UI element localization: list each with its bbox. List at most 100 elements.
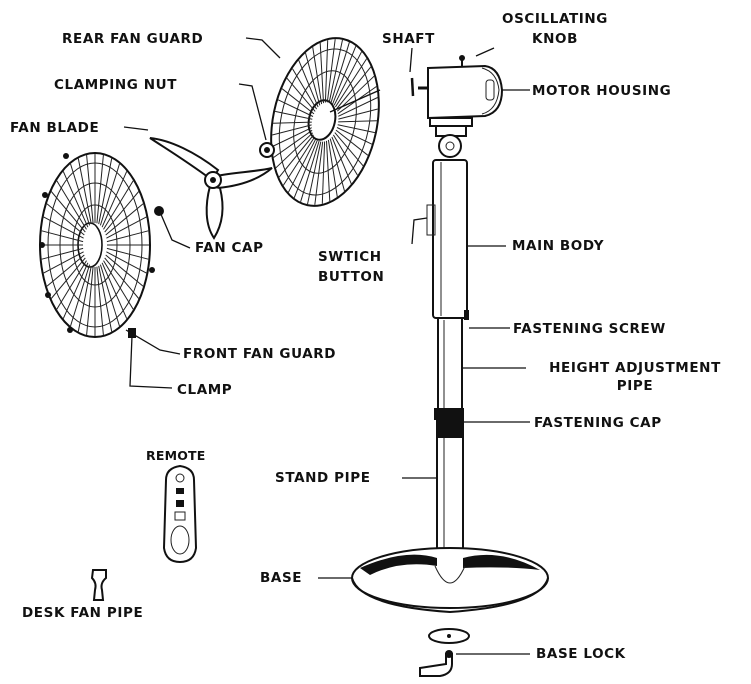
neck-part — [435, 125, 467, 158]
label-desk-fan-pipe: DESK FAN PIPE — [22, 605, 144, 621]
grille-spoke — [43, 251, 84, 274]
grille-spoke — [321, 141, 326, 204]
grille-spoke — [335, 129, 369, 156]
grille-spoke — [305, 52, 321, 106]
grille-spoke — [336, 66, 372, 110]
label-remote: REMOTE — [146, 448, 206, 463]
leader-lines — [123, 37, 530, 655]
grille-spoke — [104, 257, 140, 299]
grille-spoke — [293, 139, 318, 198]
grille-spoke — [277, 99, 314, 117]
grille-spoke — [326, 140, 331, 202]
grille-spoke — [46, 254, 85, 287]
grille-spoke — [104, 191, 140, 233]
grille-spoke — [105, 203, 144, 236]
grille-spoke — [101, 262, 128, 319]
base-lock-part — [419, 628, 470, 677]
grille-spoke — [96, 155, 104, 224]
grille-spoke — [62, 262, 89, 319]
grille-spoke — [338, 120, 377, 123]
base-part — [351, 547, 549, 614]
grille-spoke — [77, 265, 92, 332]
grille-spoke — [106, 247, 149, 260]
grille-spoke — [43, 216, 84, 239]
grille-spoke — [314, 141, 324, 205]
stand-pipe-part — [436, 419, 464, 561]
grille-spoke — [337, 124, 376, 134]
grille-spoke — [98, 158, 113, 225]
grille-spoke — [103, 180, 134, 230]
grille-spoke — [56, 180, 87, 230]
label-oscillating-knob-line2: KNOB — [532, 31, 578, 47]
grille-spoke — [101, 171, 128, 228]
grille-spoke — [70, 264, 91, 327]
grille-spoke — [273, 129, 313, 158]
grille-spoke — [96, 266, 104, 335]
grille-spoke — [272, 127, 312, 147]
grille-spoke — [334, 132, 364, 167]
grille-spoke — [275, 132, 314, 169]
motor-housing-part — [410, 55, 504, 127]
front-fan-guard — [39, 152, 155, 338]
fan-blade-part — [149, 137, 273, 240]
grille-spoke — [292, 68, 318, 110]
grille-spoke — [327, 139, 338, 197]
grille-spoke — [106, 251, 147, 274]
grille-spoke — [330, 42, 350, 104]
label-oscillating-knob-line1: OSCILLATING — [502, 11, 608, 27]
grille-spoke — [286, 77, 316, 112]
grille-spoke — [338, 108, 378, 120]
grille-spoke — [105, 254, 144, 287]
grille-spoke — [56, 260, 87, 310]
grille-spoke — [338, 97, 378, 117]
label-stand-pipe: STAND PIPE — [275, 470, 371, 486]
label-fastening-cap: FASTENING CAP — [534, 415, 662, 431]
grille-spoke — [324, 40, 329, 103]
grille-spoke — [46, 203, 85, 236]
main-body-part — [426, 159, 469, 320]
grille-spoke — [41, 230, 84, 243]
grille-spoke — [298, 60, 319, 108]
grille-spoke — [99, 264, 120, 327]
grille-spoke — [106, 230, 149, 243]
grille-spoke — [329, 138, 345, 192]
grille-spoke — [332, 46, 357, 105]
grille-spoke — [331, 136, 352, 184]
grille-spoke — [99, 163, 120, 226]
label-height-adjustment-pipe-line1: HEIGHT ADJUSTMENT — [549, 360, 721, 376]
desk-fan-pipe-part — [90, 569, 107, 601]
grille-spoke — [274, 110, 313, 120]
grille-spoke — [273, 121, 312, 124]
label-clamping-nut: CLAMPING NUT — [54, 77, 178, 93]
rear-fan-guard — [270, 37, 381, 207]
label-base-lock: BASE LOCK — [536, 646, 626, 662]
grille-spoke — [307, 141, 322, 205]
grille-spoke — [50, 191, 86, 233]
grille-spoke — [272, 124, 312, 136]
grille-spoke — [77, 158, 92, 225]
grille-spoke — [336, 127, 373, 145]
grille-spoke — [334, 58, 368, 108]
label-fan-blade: FAN BLADE — [10, 120, 100, 136]
label-front-fan-guard: FRONT FAN GUARD — [183, 346, 337, 362]
grille-spoke — [281, 88, 315, 115]
grille-spoke — [300, 140, 320, 202]
remote-part — [162, 464, 198, 564]
grille-spoke — [41, 247, 84, 260]
grille-spoke — [50, 257, 86, 299]
grille-spoke — [86, 266, 94, 335]
grille-spoke — [332, 134, 358, 176]
grille-spoke — [278, 134, 314, 178]
grille-spoke — [70, 163, 91, 226]
grille-spoke — [98, 265, 113, 332]
label-fastening-screw: FASTENING SCREW — [513, 321, 666, 337]
grille-spoke — [326, 39, 336, 103]
height-adjustment-pipe-part — [434, 317, 464, 420]
grille-spoke — [86, 155, 94, 224]
grille-spoke — [319, 42, 324, 104]
fan-cap-part — [154, 206, 164, 216]
label-height-adjustment-pipe-line2: PIPE — [616, 378, 654, 394]
grille-spoke — [106, 216, 147, 239]
